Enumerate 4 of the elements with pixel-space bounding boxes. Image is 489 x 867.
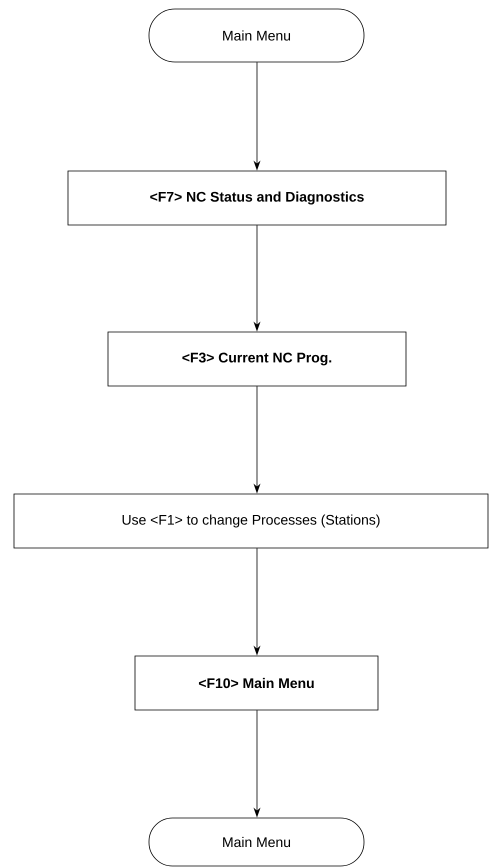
process-box: <F7> NC Status and Diagnostics bbox=[68, 170, 446, 226]
process-box: Use <F1> to change Processes (Stations) bbox=[14, 494, 488, 548]
process-box: <F10> Main Menu bbox=[134, 656, 378, 710]
process-box: <F3> Current NC Prog. bbox=[108, 332, 406, 386]
